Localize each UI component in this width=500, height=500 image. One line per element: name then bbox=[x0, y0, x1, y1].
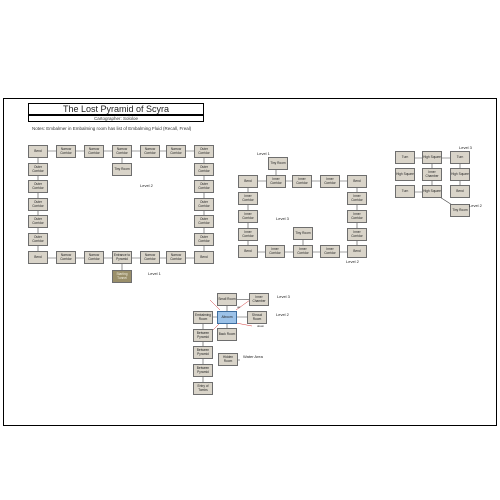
level-label: Level 2 bbox=[276, 312, 289, 317]
room-outer-corridor[interactable]: Outer Corridor bbox=[194, 163, 214, 176]
room-inner-corridor[interactable]: Inner Corridor bbox=[347, 210, 367, 223]
map-title: The Lost Pyramid of Scyra bbox=[28, 103, 204, 115]
cartographer-label: Cartographer: Sololoe bbox=[28, 115, 204, 122]
room-outer-corridor[interactable]: Outer Corridor bbox=[194, 145, 214, 158]
room-outer-corridor[interactable]: Outer Corridor bbox=[194, 233, 214, 246]
room-inner-corridor[interactable]: Inner Corridor bbox=[347, 228, 367, 241]
room-bend[interactable]: Bend bbox=[450, 185, 470, 198]
map-notes: Notes: Embalmer in Embalming room has li… bbox=[32, 126, 192, 131]
room-bend[interactable]: Bend bbox=[238, 245, 258, 258]
room-inner-corridor[interactable]: Inner Corridor bbox=[238, 192, 258, 205]
room-embalming-room[interactable]: Embalming Room bbox=[193, 311, 213, 324]
room-outer-corridor[interactable]: Outer Corridor bbox=[28, 163, 48, 176]
room-hidden-room[interactable]: Hidden Room bbox=[218, 353, 238, 366]
room-starting-tunnel[interactable]: Starting Tunnel bbox=[112, 270, 132, 283]
level-label: Level 3 bbox=[276, 216, 289, 221]
room-narrow-corridor[interactable]: Narrow Corridor bbox=[56, 145, 76, 158]
room-inner-corridor[interactable]: Inner Corridor bbox=[292, 175, 312, 188]
room-bend[interactable]: Bend bbox=[194, 251, 214, 264]
room-bend[interactable]: Bend bbox=[347, 245, 367, 258]
room-bend[interactable]: Bend bbox=[347, 175, 367, 188]
room-high-square[interactable]: High Square bbox=[422, 185, 442, 198]
level-label: Level 1 bbox=[257, 151, 270, 156]
room-entry-of-tombs[interactable]: Entry of Tombs bbox=[193, 382, 213, 395]
room-inner-corridor[interactable]: Inner Corridor bbox=[265, 245, 285, 258]
room-outer-corridor[interactable]: Outer Corridor bbox=[28, 215, 48, 228]
level-label: Level 2 bbox=[346, 259, 359, 264]
room-tiny-room[interactable]: Tiny Room bbox=[293, 227, 313, 240]
room-high-square[interactable]: High Square bbox=[450, 168, 470, 181]
water-area-label: Water Area bbox=[243, 354, 263, 359]
room-tiny-room[interactable]: Tiny Room bbox=[268, 157, 288, 170]
room-outer-corridor[interactable]: Outer Corridor bbox=[28, 198, 48, 211]
room-outer-corridor[interactable]: Outer Corridor bbox=[194, 180, 214, 193]
room-turn[interactable]: Turn bbox=[450, 151, 470, 164]
level-label: Level 2 bbox=[140, 183, 153, 188]
room-narrow-corridor[interactable]: Narrow Corridor bbox=[84, 251, 104, 264]
room-narrow-corridor[interactable]: Narrow Corridor bbox=[84, 145, 104, 158]
level-label: Level 2 bbox=[469, 203, 482, 208]
room-shroud-room[interactable]: Shroud Room bbox=[247, 311, 267, 324]
room-narrow-corridor[interactable]: Narrow Corridor bbox=[140, 251, 160, 264]
stair-down-label: down bbox=[257, 324, 265, 328]
room-inner-corridor[interactable]: Inner Corridor bbox=[238, 228, 258, 241]
room-inner-corridor[interactable]: Inner Corridor bbox=[347, 192, 367, 205]
room-altroom[interactable]: Altroom bbox=[217, 311, 237, 324]
room-tiny-room[interactable]: Tiny Room bbox=[450, 204, 470, 217]
room-high-square[interactable]: High Square bbox=[395, 168, 415, 181]
room-tiny-room[interactable]: Tiny Room bbox=[112, 163, 132, 176]
room-between-pyramid[interactable]: Between Pyramid bbox=[193, 364, 213, 377]
room-bend[interactable]: Bend bbox=[28, 251, 48, 264]
room-turn[interactable]: Turn bbox=[395, 185, 415, 198]
room-inner-chamber[interactable]: Inner Chamber bbox=[249, 293, 269, 306]
room-small-room[interactable]: Small Room bbox=[217, 293, 237, 306]
room-outer-corridor[interactable]: Outer Corridor bbox=[194, 198, 214, 211]
room-narrow-corridor[interactable]: Narrow Corridor bbox=[166, 251, 186, 264]
room-inner-corridor[interactable]: Inner Corridor bbox=[293, 245, 313, 258]
room-bend[interactable]: Bend bbox=[238, 175, 258, 188]
room-narrow-corridor[interactable]: Narrow Corridor bbox=[140, 145, 160, 158]
room-outer-corridor[interactable]: Outer Corridor bbox=[28, 180, 48, 193]
room-between-pyramid[interactable]: Between Pyramid bbox=[193, 346, 213, 359]
map-frame bbox=[3, 98, 497, 426]
room-narrow-corridor[interactable]: Narrow Corridor bbox=[166, 145, 186, 158]
room-bend[interactable]: Bend bbox=[28, 145, 48, 158]
room-inner-corridor[interactable]: Inner Corridor bbox=[266, 175, 286, 188]
room-inner-corridor[interactable]: Inner Corridor bbox=[320, 175, 340, 188]
level-label: Level 3 bbox=[459, 145, 472, 150]
room-inner-corridor[interactable]: Inner Corridor bbox=[238, 210, 258, 223]
room-turn[interactable]: Turn bbox=[395, 151, 415, 164]
room-narrow-corridor[interactable]: Narrow Corridor bbox=[112, 145, 132, 158]
room-narrow-corridor[interactable]: Narrow Corridor bbox=[56, 251, 76, 264]
room-inner-chamber[interactable]: Inner Chamber bbox=[422, 168, 442, 181]
room-outer-corridor[interactable]: Outer Corridor bbox=[28, 233, 48, 246]
room-between-pyramid[interactable]: Between Pyramid bbox=[193, 329, 213, 342]
level-label: Level 1 bbox=[148, 271, 161, 276]
room-inner-corridor[interactable]: Inner Corridor bbox=[320, 245, 340, 258]
room-outer-corridor[interactable]: Outer Corridor bbox=[194, 215, 214, 228]
room-entrance[interactable]: Entrance to Pyramid bbox=[112, 251, 132, 264]
level-label: Level 3 bbox=[277, 294, 290, 299]
stair-up-label: up bbox=[237, 305, 241, 309]
room-high-square[interactable]: High Square bbox=[422, 151, 442, 164]
room-back-room[interactable]: Back Room bbox=[217, 328, 237, 341]
